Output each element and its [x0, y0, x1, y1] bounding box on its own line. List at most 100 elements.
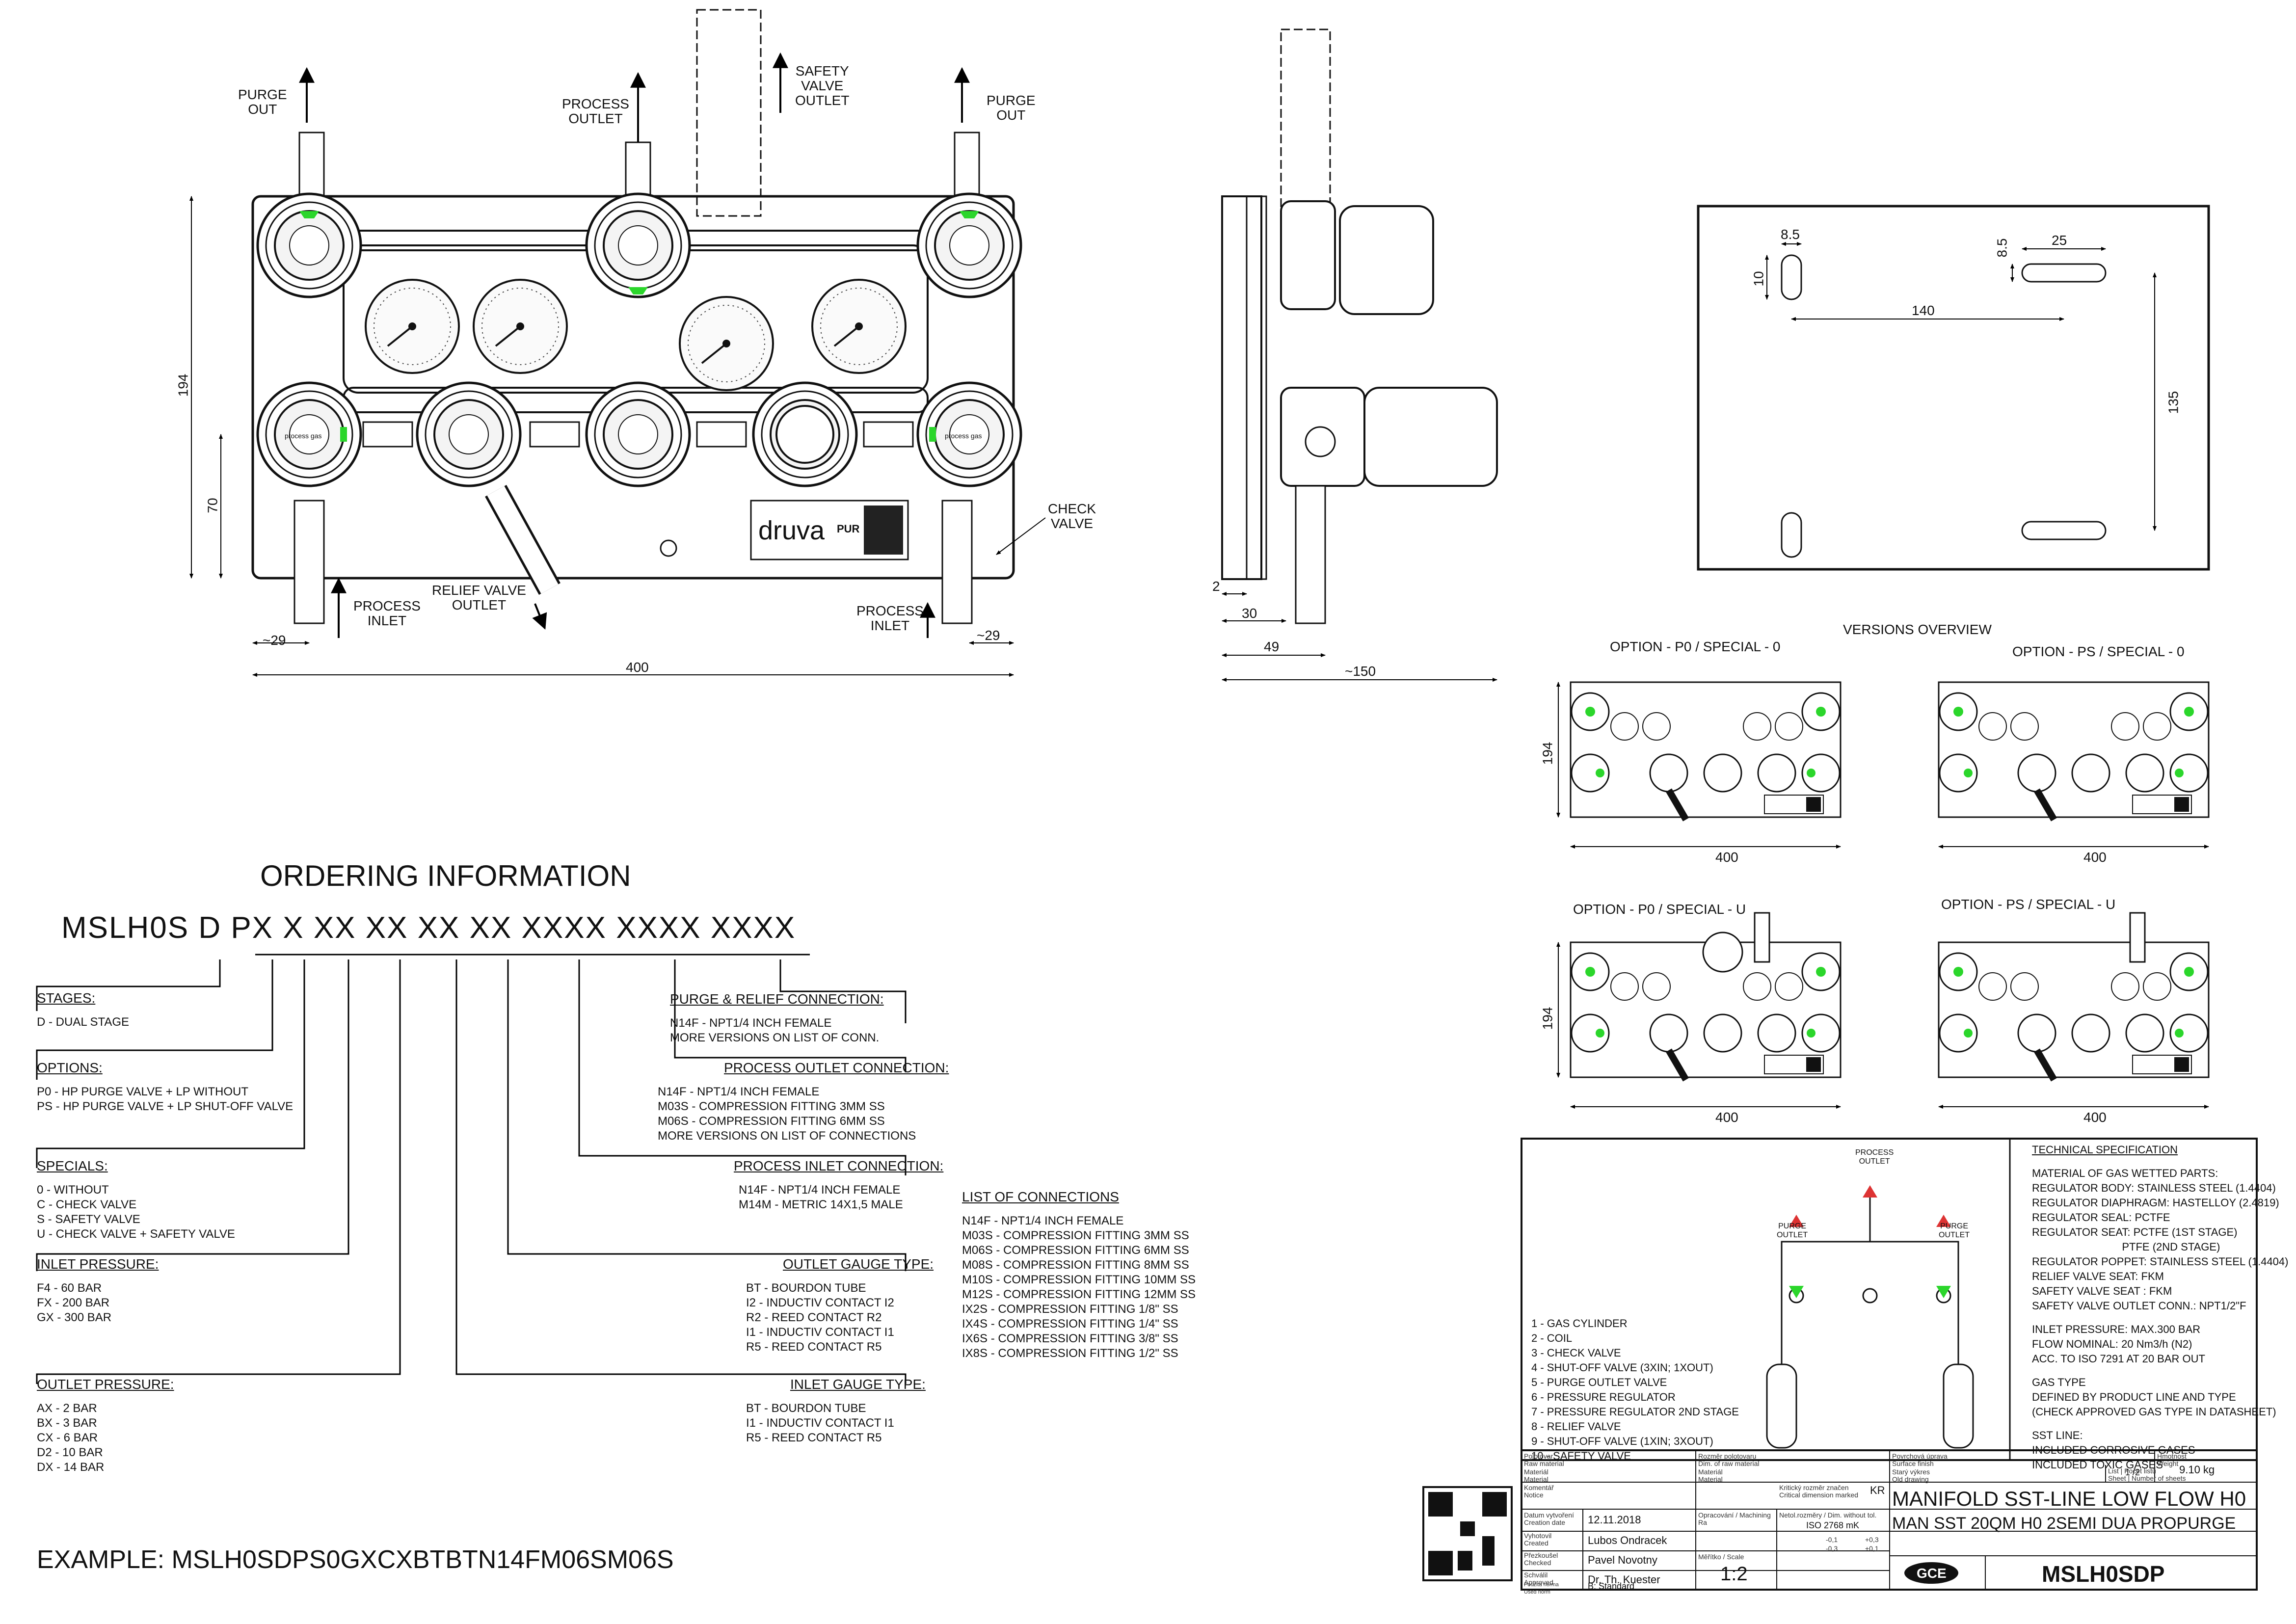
schematic-purge-outlet-left: PURGE OUTLET [1777, 1222, 1808, 1239]
tech-spec-line: PTFE (2ND STAGE) [2032, 1241, 2220, 1253]
legend-item: 5 - PURGE OUTLET VALVE [1531, 1376, 1667, 1388]
legend-item: 10 - SAFETY VALVE [1531, 1450, 1631, 1462]
outlet-pressure-block: OUTLET PRESSURE: AX - 2 BAR BX - 3 BAR C… [37, 1377, 174, 1475]
tech-spec-line: REGULATOR SEAT: PCTFE (1ST STAGE) [2032, 1226, 2238, 1238]
process-inlet-left-label: PROCESS INLET [353, 598, 421, 628]
tech-spec-line: ACC. TO ISO 7291 AT 20 BAR OUT [2032, 1353, 2205, 1365]
connections-block: LIST OF CONNECTIONS N14F - NPT1/4 INCH F… [962, 1189, 1196, 1361]
tb-title-1: MANIFOLD SST-LINE LOW FLOW H0 [1892, 1487, 2246, 1510]
specials-line: C - CHECK VALVE [37, 1198, 137, 1211]
tb-kr: KR [1870, 1484, 1885, 1496]
connection-line: M10S - COMPRESSION FITTING 10MM SS [962, 1273, 1196, 1286]
tb-iso: ISO 2768 mK [1806, 1520, 1860, 1530]
outlet-pressure-line: BX - 3 BAR [37, 1416, 97, 1430]
stages-head: STAGES: [37, 990, 96, 1006]
legend-item: 4 - SHUT-OFF VALVE (3XIN; 1XOUT) [1531, 1361, 1713, 1374]
rear-dim-25: 25 [2052, 233, 2067, 248]
rear-view [1697, 205, 2210, 571]
outlet-gauge-line: I1 - INDUCTIV CONTACT I1 [746, 1326, 894, 1339]
version-4-width: 400 [2083, 1110, 2107, 1125]
process-outlet-label: PROCESS OUTLET [562, 96, 629, 126]
dim-width: 400 [626, 660, 649, 675]
options-line: P0 - HP PURGE VALVE + LP WITHOUT [37, 1085, 249, 1098]
version-3-height: 194 [1540, 1007, 1555, 1030]
outlet-pressure-line: AX - 2 BAR [37, 1402, 97, 1415]
tech-spec-line: (CHECK APPROVED GAS TYPE IN DATASHEET) [2032, 1406, 2276, 1418]
tech-spec-line: REGULATOR POPPET: STAINLESS STEEL (1.440… [2032, 1255, 2289, 1268]
tech-spec-line: SAFETY VALVE SEAT : FKM [2032, 1285, 2172, 1297]
dim-70: 70 [205, 498, 220, 513]
rear-dim-8-5-a: 8.5 [1781, 227, 1800, 242]
tb-netol: Netol.rozměry / Dim. without tol. [1779, 1511, 1877, 1519]
version-3-width: 400 [1715, 1110, 1738, 1125]
tech-spec-lines: MATERIAL OF GAS WETTED PARTS: REGULATOR … [2032, 1166, 2288, 1472]
version-label-2: OPTION - PS / SPECIAL - 0 [2012, 644, 2185, 659]
legend-item: 2 - COIL [1531, 1332, 1573, 1344]
schematic-diagram [1521, 1138, 2258, 1461]
tb-polotovar: Polotovar Raw material [1524, 1452, 1564, 1467]
inlet-pressure-block: INLET PRESSURE: F4 - 60 BAR FX - 200 BAR… [37, 1256, 159, 1325]
ordering-example: EXAMPLE: MSLH0SDPS0GXCXBTBTN14FM06SM06S [37, 1545, 674, 1574]
title-block-frame [1521, 1449, 2258, 1591]
connection-line: N14F - NPT1/4 INCH FEMALE [962, 1214, 1124, 1227]
purge-relief-line: MORE VERSIONS ON LIST OF CONN. [670, 1031, 880, 1044]
purge-out-right-label: PURGE OUT [987, 93, 1036, 123]
gce-logo [1904, 1562, 1958, 1584]
tb-prezkousel-label: Přezkoušel Checked [1524, 1551, 1558, 1567]
process-outlet-conn-block: PROCESS OUTLET CONNECTION: N14F - NPT1/4… [658, 1060, 949, 1144]
inlet-pressure-line: F4 - 60 BAR [37, 1281, 102, 1295]
qr-code [1422, 1486, 1513, 1581]
tb-komentar: Komentář Notice [1524, 1484, 1554, 1499]
tb-date: 12.11.2018 [1588, 1514, 1641, 1526]
connection-line: IX2S - COMPRESSION FITTING 1/8" SS [962, 1303, 1178, 1316]
rear-dim-140: 140 [1912, 303, 1935, 318]
dim-29-left: ~29 [263, 633, 286, 648]
tb-kriticky: Kritický rozměr značen Critical dimensio… [1779, 1484, 1859, 1499]
qr-code-pattern [1428, 1492, 1507, 1575]
tech-spec-head: TECHNICAL SPECIFICATION [2032, 1144, 2178, 1156]
connection-line: IX4S - COMPRESSION FITTING 1/4" SS [962, 1317, 1178, 1331]
version-label-4: OPTION - PS / SPECIAL - U [1941, 897, 2116, 912]
tb-povrch: Povrchová úprava Surface finish [1892, 1452, 1948, 1467]
tb-schvalil-label: Schválil Approved [1524, 1571, 1553, 1586]
outlet-pressure-line: D2 - 10 BAR [37, 1446, 103, 1459]
options-line: PS - HP PURGE VALVE + LP SHUT-OFF VALVE [37, 1100, 294, 1113]
outlet-gauge-line: R5 - REED CONTACT R5 [746, 1340, 882, 1354]
ordering-leaders [36, 954, 907, 1384]
inlet-gauge-line: R5 - REED CONTACT R5 [746, 1431, 882, 1444]
tech-spec-line: SST LINE: [2032, 1429, 2083, 1441]
process-outlet-conn-line: MORE VERSIONS ON LIST OF CONNECTIONS [658, 1129, 916, 1143]
version-label-1: OPTION - P0 / SPECIAL - 0 [1610, 639, 1781, 654]
tb-created-by: Lubos Ondracek [1588, 1534, 1667, 1546]
tech-spec-line: INCLUDED TOXIC GASES [2032, 1459, 2163, 1471]
tb-checked-by: Pavel Novotny [1588, 1554, 1657, 1566]
process-inlet-conn-line: M14M - METRIC 14X1,5 MALE [739, 1198, 903, 1211]
dim-30: 30 [1242, 606, 1257, 621]
connection-line: M12S - COMPRESSION FITTING 12MM SS [962, 1288, 1196, 1301]
tb-norm: B: Standard [1588, 1581, 1635, 1591]
dim-29-right: ~29 [977, 628, 1000, 643]
outlet-pressure-head: OUTLET PRESSURE: [37, 1377, 174, 1392]
dim-49: 49 [1264, 639, 1280, 654]
process-outlet-conn-line: M06S - COMPRESSION FITTING 6MM SS [658, 1115, 885, 1128]
dim-height: 194 [175, 373, 191, 397]
tb-material: Materiál Material [1524, 1468, 1548, 1483]
tb-part-no: MSLH0SDP [2042, 1561, 2165, 1587]
inlet-gauge-line: BT - BOURDON TUBE [746, 1402, 866, 1415]
tb-stary: Starý výkres Old drawing [1892, 1468, 1930, 1483]
process-inlet-conn-block: PROCESS INLET CONNECTION: N14F - NPT1/4 … [734, 1158, 943, 1212]
specials-block: SPECIALS: 0 - WITHOUT C - CHECK VALVE S … [37, 1158, 235, 1242]
tb-material2: Materiál Material [1698, 1468, 1723, 1483]
panel-text-right: process gas [945, 432, 982, 440]
purge-relief-head: PURGE & RELIEF CONNECTION: [670, 991, 884, 1007]
tech-spec-line: GAS TYPE [2032, 1376, 2086, 1388]
tb-scale: 1:2 [1720, 1563, 1748, 1585]
outlet-gauge-line: R2 - REED CONTACT R2 [746, 1311, 882, 1324]
relief-valve-outlet-label: RELIEF VALVE OUTLET [432, 583, 526, 612]
tech-spec-line: INLET PRESSURE: MAX.300 BAR [2032, 1323, 2201, 1335]
tech-spec-spacer [2032, 1313, 2288, 1322]
stages-block: STAGES: D - DUAL STAGE [37, 990, 129, 1030]
check-valve-label: CHECK VALVE [1048, 501, 1096, 531]
tb-opracovani: Opracování / Machining Ra [1698, 1511, 1771, 1526]
